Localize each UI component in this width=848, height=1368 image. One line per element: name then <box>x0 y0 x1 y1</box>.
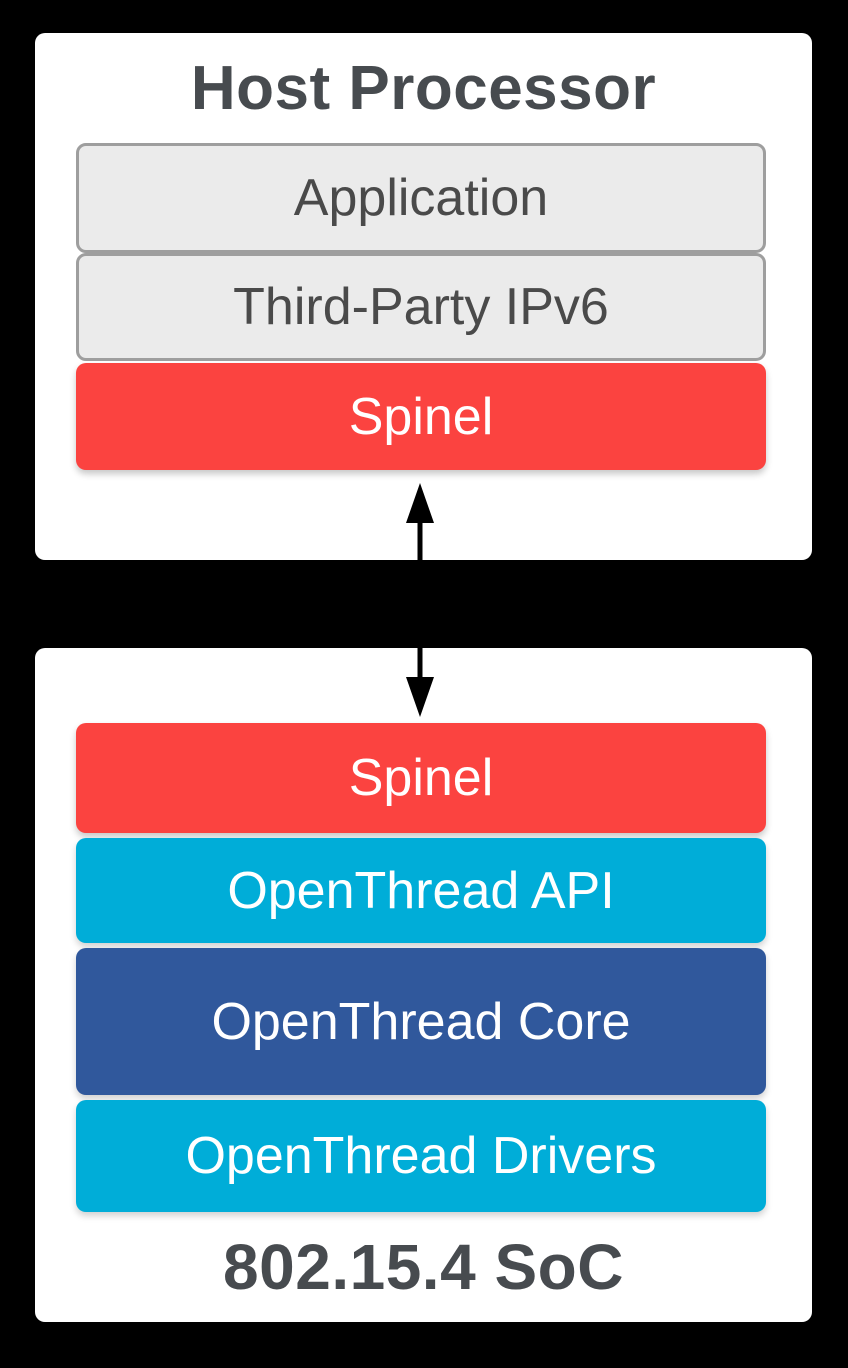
host-processor-title: Host Processor <box>190 53 657 123</box>
host-processor-panel: Host Processor Application Third-Party I… <box>35 33 812 560</box>
bidirectional-arrow-icon <box>406 483 434 717</box>
layer-third-party-ipv6: Third-Party IPv6 <box>76 253 766 361</box>
layer-openthread-drivers-label: OpenThread Drivers <box>185 1127 657 1185</box>
soc-title: 802.15.4 SoC <box>223 1231 624 1303</box>
layer-openthread-drivers: OpenThread Drivers <box>76 1100 766 1212</box>
layer-application-label: Application <box>293 169 549 227</box>
layer-spinel-soc: Spinel <box>76 723 766 833</box>
layer-openthread-core: OpenThread Core <box>76 948 766 1095</box>
layer-openthread-api-label: OpenThread API <box>227 861 615 920</box>
layer-application: Application <box>76 143 766 253</box>
layer-third-party-ipv6-label: Third-Party IPv6 <box>233 278 609 336</box>
soc-panel: Spinel OpenThread API OpenThread Core Op… <box>35 648 812 1322</box>
layer-spinel-host: Spinel <box>76 363 766 470</box>
layer-spinel-host-label: Spinel <box>348 387 494 446</box>
layer-openthread-core-label: OpenThread Core <box>211 992 631 1051</box>
layer-openthread-api: OpenThread API <box>76 838 766 943</box>
layer-spinel-soc-label: Spinel <box>348 749 494 807</box>
